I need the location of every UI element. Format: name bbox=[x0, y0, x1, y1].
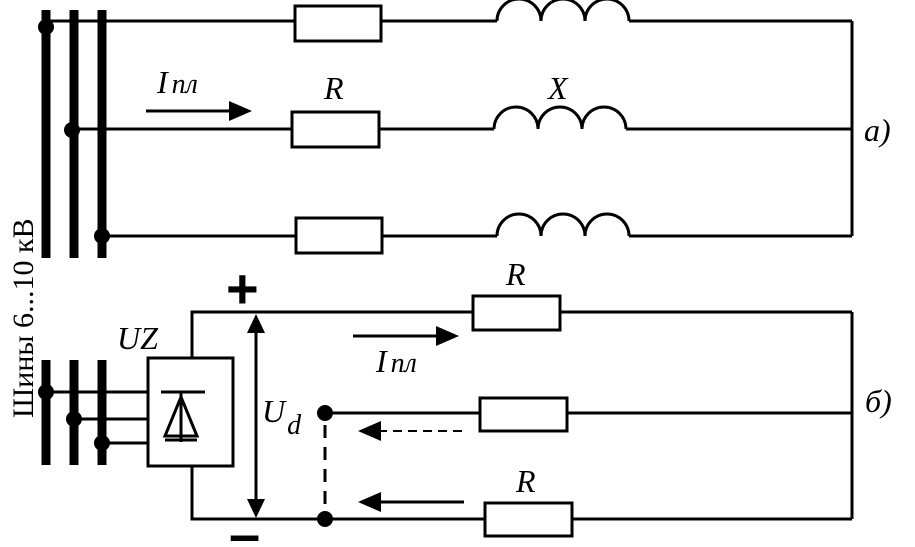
middle-branch bbox=[317, 396, 852, 512]
resistor-top-label: R bbox=[505, 256, 526, 292]
resistor-bottom bbox=[483, 501, 574, 538]
current-arrow-a bbox=[146, 101, 252, 121]
rectifier-uz bbox=[146, 356, 235, 468]
junction-dot bbox=[317, 511, 333, 527]
phase-line-3 bbox=[102, 212, 852, 255]
voltage-arrow bbox=[247, 314, 265, 518]
resistor-bottom-label: R bbox=[515, 463, 536, 499]
rectifier-label: UZ bbox=[117, 320, 159, 356]
current-arrow-b-bottom bbox=[358, 492, 464, 512]
resistor-label-a: R bbox=[323, 70, 344, 106]
bus-label: Шины 6...10 кВ bbox=[7, 218, 40, 418]
diagram-label-a: а) bbox=[864, 112, 891, 148]
diagram-label-b: б) bbox=[865, 383, 892, 419]
resistor-middle bbox=[478, 396, 569, 433]
reactance-label-a: X bbox=[546, 70, 569, 106]
current-arrow-b bbox=[353, 326, 459, 346]
plus-sign: + bbox=[226, 257, 259, 320]
inductor-x bbox=[492, 105, 628, 130]
phase-line-1 bbox=[46, 0, 852, 43]
resistor-r bbox=[290, 110, 381, 149]
negative-dc-line bbox=[190, 466, 485, 521]
resistor bbox=[293, 4, 383, 43]
inductor bbox=[495, 0, 631, 22]
positive-dc-line bbox=[190, 310, 473, 358]
junction-dot bbox=[38, 19, 54, 35]
voltage-label: Ud bbox=[262, 393, 302, 441]
inductor bbox=[495, 212, 631, 237]
resistor-top bbox=[471, 294, 562, 332]
resistor bbox=[294, 216, 384, 255]
phase-line-2 bbox=[72, 105, 852, 149]
